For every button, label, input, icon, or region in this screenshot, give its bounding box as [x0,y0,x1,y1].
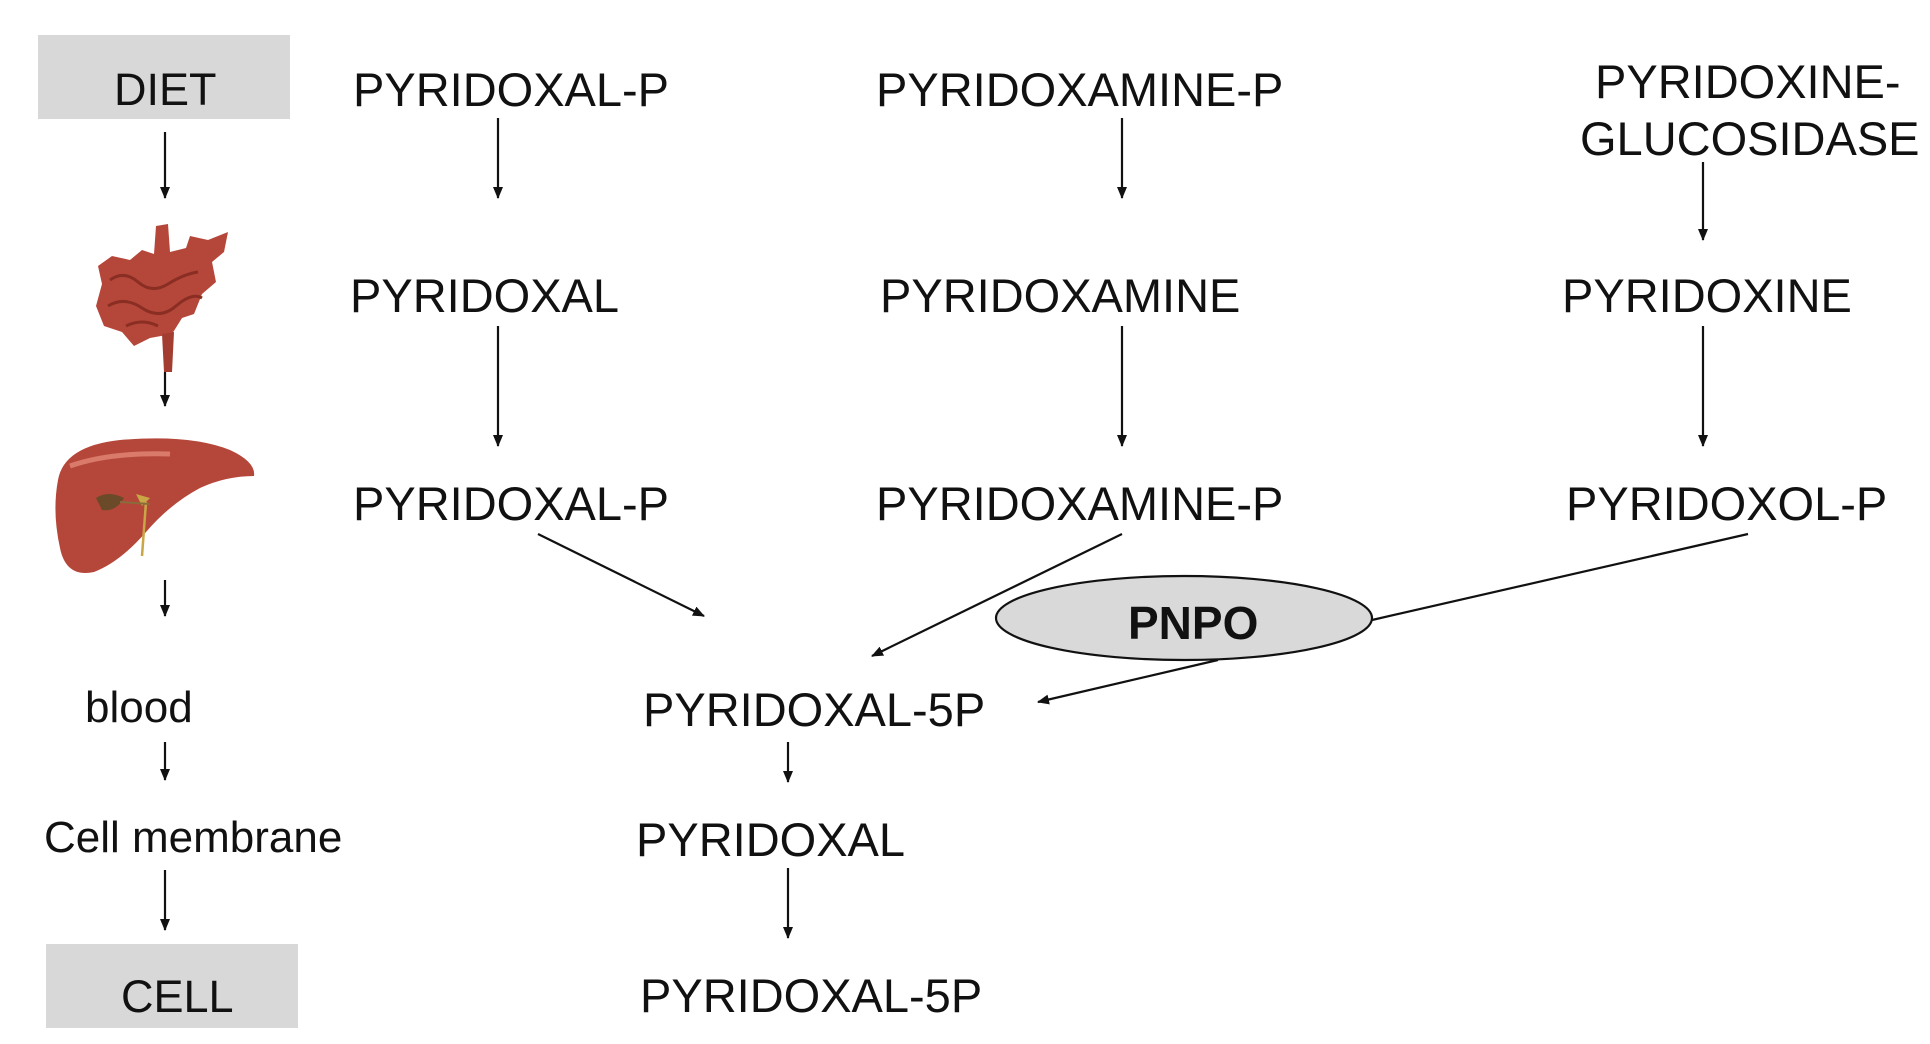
line-pyridoxol-p-to-pnpo [1371,532,1749,622]
diet-label: DIET [114,64,217,115]
arrow-pyridoxal-p-to-pyridoxal-5p [537,533,705,617]
blood-label: blood [85,683,193,732]
pnpo-ellipse [994,574,1374,662]
cell-box [46,944,298,1028]
pyridoxal-middle: PYRIDOXAL [350,269,620,322]
cell-label: CELL [121,971,234,1022]
pyridoxal-5p-product: PYRIDOXAL-5P [643,683,986,736]
pyridoxine-glucosidase-line2: GLUCOSIDASE [1580,112,1920,165]
pyridoxal-p-bottom: PYRIDOXAL-P [353,477,670,530]
pyridoxal-p-top: PYRIDOXAL-P [353,63,670,116]
pyridoxine-glucosidase-line1: PYRIDOXINE- [1595,55,1901,108]
diet-box [38,35,290,119]
liver-icon [50,432,260,580]
cell-membrane-label: Cell membrane [44,813,343,862]
pyridoxamine-p-top: PYRIDOXAMINE-P [876,63,1284,116]
intestine-icon [90,222,230,372]
pyridoxamine-p-bottom: PYRIDOXAMINE-P [876,477,1284,530]
pnpo-label: PNPO [1128,597,1259,649]
pyridoxol-p-bottom: PYRIDOXOL-P [1566,477,1888,530]
pyridoxamine-middle: PYRIDOXAMINE [880,269,1241,322]
pyridoxal-5p-final: PYRIDOXAL-5P [640,969,983,1022]
arrow-pyridoxamine-p-to-pyridoxal-5p [871,533,1123,657]
pyridoxine-middle: PYRIDOXINE [1562,269,1852,322]
pyridoxal-intermediate: PYRIDOXAL [636,813,906,866]
arrow-pnpo-to-pyridoxal-5p [1037,658,1219,705]
